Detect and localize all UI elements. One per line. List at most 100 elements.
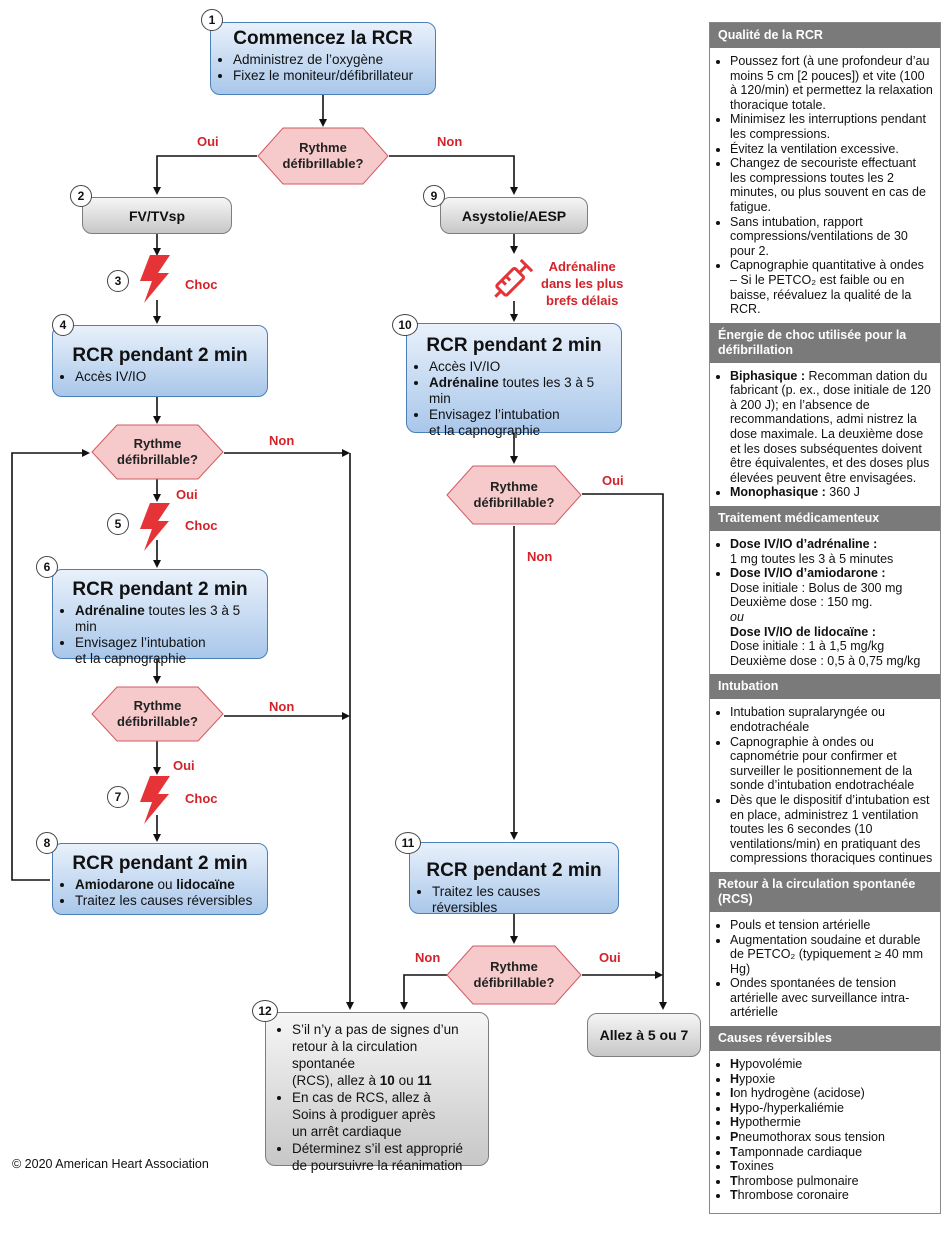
drug-line: Dose initiale : 1 à 1,5 mg/kg (730, 639, 885, 654)
goto-label: Allez à 5 ou 7 (599, 1027, 689, 1043)
drug-or: ou (730, 610, 744, 624)
no-label: Non (415, 950, 441, 965)
decision-line-2: défibrillable? (117, 452, 198, 467)
cause-letter: H (730, 1100, 740, 1115)
shock-label: Choc (185, 791, 218, 806)
cause-item: Tamponnade cardiaque (730, 1145, 934, 1160)
decision-line-1: Rythme (490, 479, 538, 494)
cause-text: ypothermie (739, 1115, 801, 1130)
step-12-line: ou (394, 1073, 418, 1088)
step-9-label: Asystolie/AESP (461, 207, 567, 224)
panel-item: Ondes spontanées de tension artérielle a… (730, 976, 934, 1020)
adrenaline-line: dans les plus (541, 276, 624, 291)
shock-bolt-icon (140, 776, 170, 824)
adrenaline-line: Adrénaline (548, 259, 616, 274)
shock-label: Choc (185, 277, 218, 292)
step-number-6: 6 (36, 556, 58, 578)
cause-letter: H (730, 1115, 740, 1130)
panel-body-reversible-causes: Hypovolémie Hypoxie Ion hydrogène (acido… (710, 1051, 940, 1213)
step-10-cpr: RCR pendant 2 min Accès IV/IO Adrénaline… (406, 323, 622, 438)
decision-line-1: Rythme (133, 436, 182, 451)
cause-item: Thrombose coronaire (730, 1188, 934, 1203)
shock-bolt-icon (140, 255, 170, 303)
panel-item: Monophasique : 360 J (730, 485, 934, 500)
step-4-cpr: RCR pendant 2 min Accès IV/IO (52, 325, 268, 397)
drug-adrenaline: Dose IV/IO d’adrénaline : (730, 537, 878, 552)
adrenaline-note: Adrénaline dans les plus brefs délais (541, 258, 623, 309)
drug-line: Dose initiale : Bolus de 300 mg (730, 580, 903, 595)
step-number-3: 3 (107, 270, 129, 292)
panel-body-shock-energy: Biphasique : Recomman dation du fabrican… (710, 363, 940, 506)
step-12-line: En cas de RCS, allez à (292, 1090, 431, 1105)
step-number-7: 7 (107, 786, 129, 808)
monophasic-text: 360 J (825, 485, 860, 500)
step-1-start-cpr: Commencez la RCR Administrez de l’oxygèn… (210, 22, 436, 95)
cause-item: Pneumothorax sous tension (730, 1130, 934, 1145)
panel-item: Dose IV/IO d’amiodarone : (730, 566, 934, 581)
panel-item: Biphasique : Recomman dation du fabrican… (730, 369, 934, 486)
panel-item: Changez de secouriste effectuant les com… (730, 156, 934, 214)
step-8-mid: ou (153, 877, 177, 892)
step-6-item: Envisagez l’intubation (75, 635, 257, 651)
decision-line-2: défibrillable? (117, 714, 198, 729)
decision-line-1: Rythme (490, 959, 538, 974)
cause-letter: P (730, 1130, 739, 1145)
panel-body-intubation: Intubation supralaryngée ou endotrachéal… (710, 699, 940, 872)
panel-header-drug-therapy: Traitement médicamenteux (710, 506, 940, 532)
step-1-item: Administrez de l’oxygène (233, 52, 425, 68)
step-12-line: Déterminez s’il est approprié (292, 1141, 464, 1156)
drug-lidocaine: Dose IV/IO de lidocaïne : (730, 624, 876, 639)
cause-text: oxines (737, 1159, 774, 1174)
panel-header-shock-energy: Énergie de choc utilisée pour la défibri… (710, 322, 940, 363)
step-12-item: En cas de RCS, allez à Soins à prodiguer … (292, 1089, 478, 1140)
step-10-item: Envisagez l’intubation (429, 407, 611, 423)
no-label: Non (437, 134, 463, 149)
step-number-4: 4 (52, 314, 74, 336)
step-10-item: Accès IV/IO (429, 359, 611, 375)
cause-letter: T (730, 1188, 738, 1203)
no-label: Non (269, 699, 295, 714)
decision-line-1: Rythme (299, 140, 347, 155)
step-8-bold1: Amiodarone (75, 877, 154, 892)
yes-label: Oui (176, 487, 198, 502)
step-12-line: Soins à prodiguer après (292, 1107, 436, 1122)
step-10-title: RCR pendant 2 min (426, 335, 602, 356)
step-4-title: RCR pendant 2 min (72, 345, 248, 366)
biphasic-label: Biphasique : (730, 368, 806, 383)
cause-text: hrombose pulmonaire (737, 1173, 859, 1188)
panel-item: Sans intubation, rapport compressions/ve… (730, 215, 934, 259)
panel-item: Dose IV/IO d’adrénaline : (730, 537, 934, 552)
panel-item: Minimisez les interruptions pendant les … (730, 112, 934, 141)
step-12-line: (RCS), allez à (292, 1073, 380, 1088)
cause-item: Hypovolémie (730, 1057, 934, 1072)
cause-text: ypovolémie (739, 1057, 803, 1072)
panel-body-rosc: Pouls et tension artérielle Augmentation… (710, 912, 940, 1026)
goto-5-or-7: Allez à 5 ou 7 (587, 1013, 701, 1057)
step-12-line: S’il n’y a pas de signes d’un (292, 1022, 459, 1037)
step-12-line: un arrêt cardiaque (292, 1124, 402, 1139)
step-11-cpr: RCR pendant 2 min Traitez les causes rév… (409, 842, 619, 915)
panel-item: Augmentation soudaine et durable de PETC… (730, 933, 934, 977)
step-number-5: 5 (107, 513, 129, 535)
drug-amiodarone: Dose IV/IO d’amiodarone : (730, 566, 886, 581)
panel-body-cpr-quality: Poussez fort (à une profondeur d’au moin… (710, 48, 940, 323)
cause-letter: H (730, 1071, 740, 1086)
step-8-item: Amiodarone ou lidocaïne (75, 877, 257, 893)
cause-text: ypo-/hyperkaliémie (739, 1100, 844, 1115)
step-6-item: Adrénaline toutes les 3 à 5 min (75, 603, 257, 635)
copyright: © 2020 American Heart Association (12, 1157, 209, 1171)
biphasic-text: Recomman dation du fabricant (p. ex., do… (730, 368, 931, 485)
cause-letter: I (730, 1086, 734, 1101)
yes-label: Oui (602, 473, 624, 488)
step-6-rest: toutes les 3 à 5 min (75, 603, 241, 634)
cause-text: hrombose coronaire (737, 1188, 849, 1203)
panel-header-reversible-causes: Causes réversibles (710, 1026, 940, 1052)
step-12-line: retour à la circulation spontanée (292, 1039, 418, 1071)
step-6-bold: Adrénaline (75, 603, 145, 618)
step-9-asystole-pea: Asystolie/AESP (440, 197, 588, 234)
